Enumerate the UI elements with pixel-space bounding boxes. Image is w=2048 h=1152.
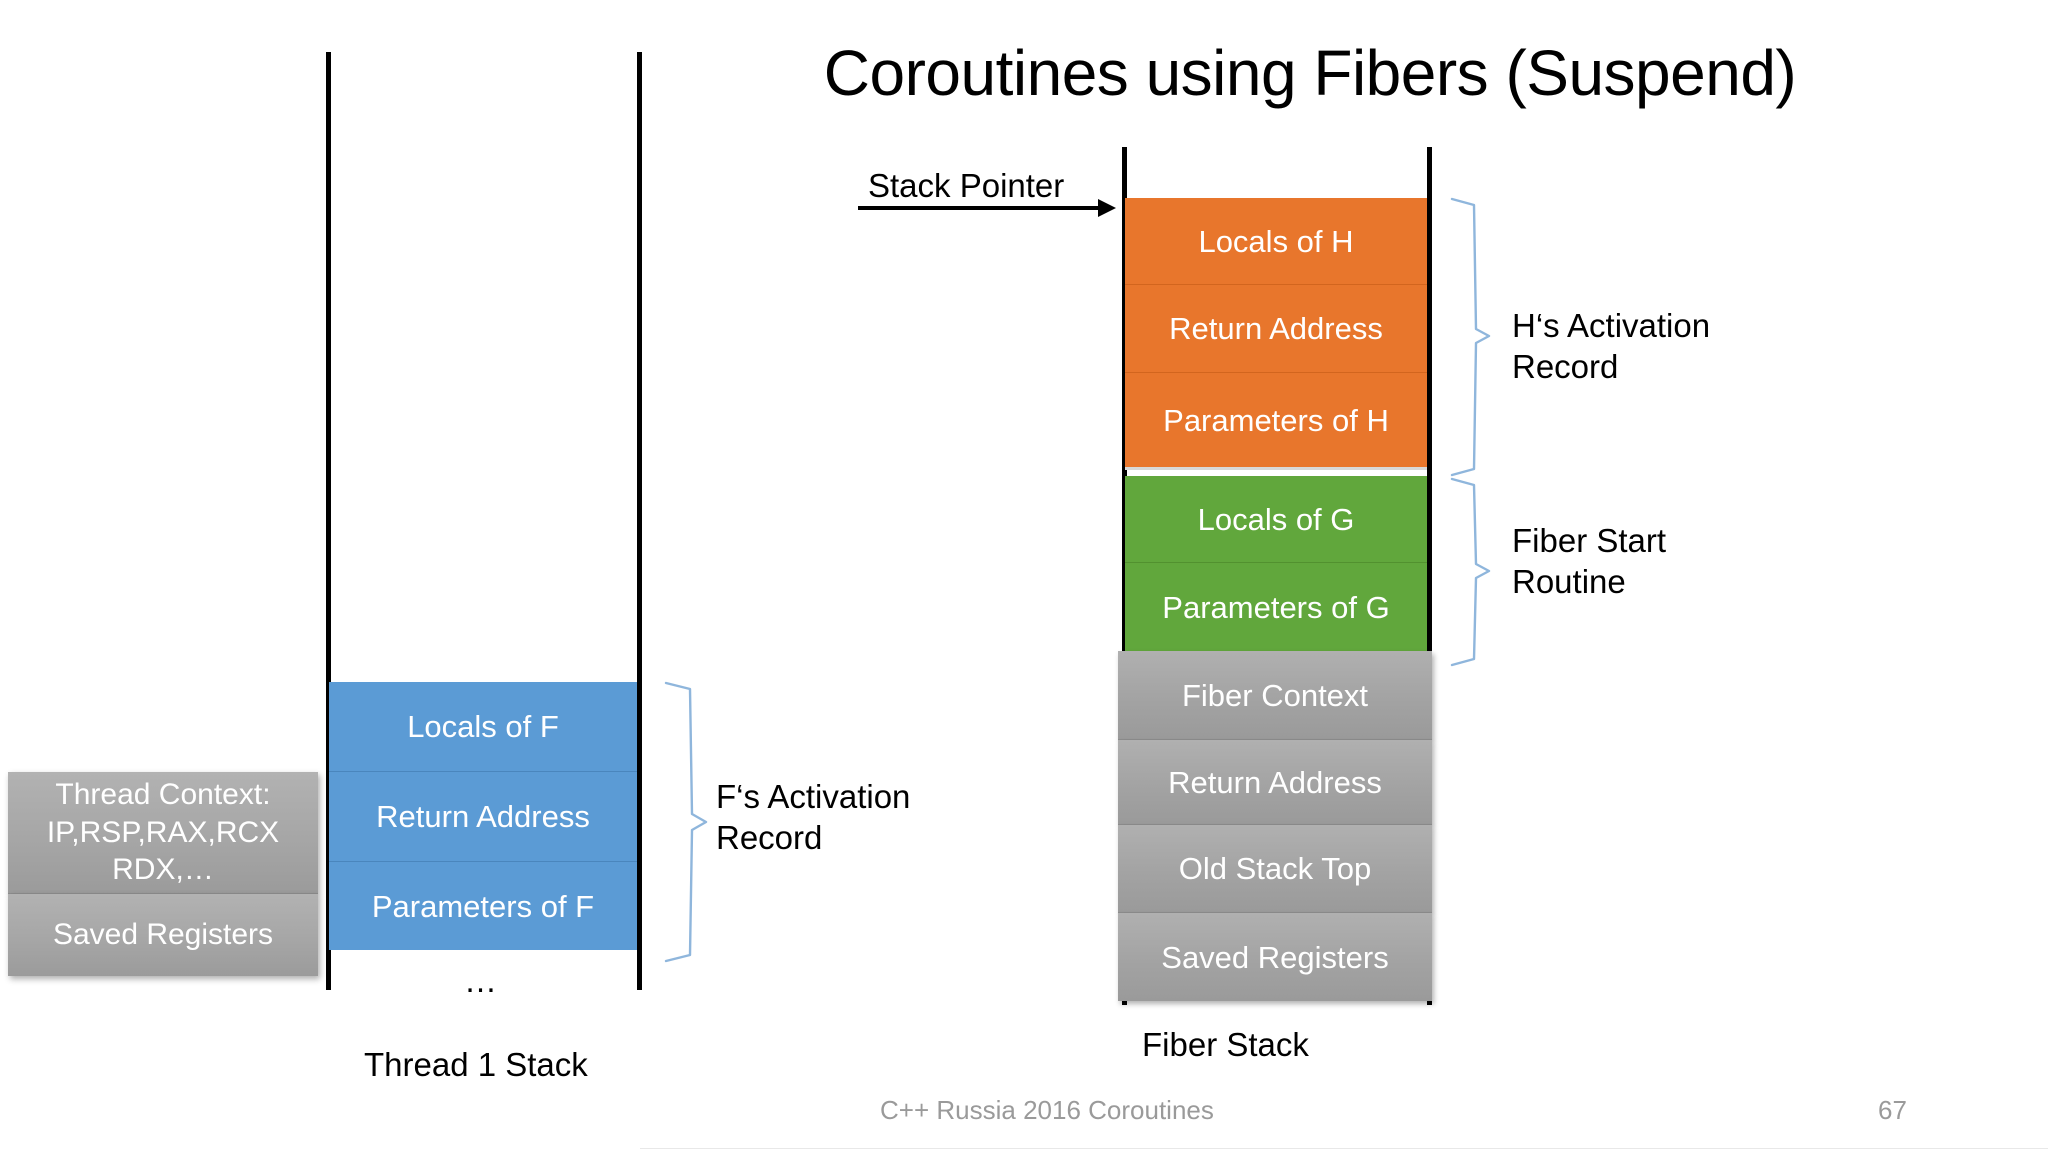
cell-label: Return Address: [376, 799, 590, 834]
thread-stack-right-rail: [637, 52, 642, 990]
thread-stack-cell-return-address: Return Address: [329, 772, 637, 862]
fiber-start-routine-brace: [1450, 477, 1491, 667]
thread-context-saved-registers: Saved Registers: [8, 894, 318, 976]
cell-label: Locals of G: [1197, 501, 1355, 537]
f-activation-record-label: F‘s Activation Record: [716, 776, 910, 859]
fiber-stack-cell-saved-registers: Saved Registers: [1118, 913, 1432, 1001]
stack-pointer-label: Stack Pointer: [868, 167, 1065, 204]
cell-label: Saved Registers: [1161, 939, 1389, 975]
fiber-stack-cell-return-address-h: Return Address: [1125, 285, 1427, 373]
f-activation-record-label-line2: Record: [716, 819, 823, 857]
cell-label: Return Address: [1168, 764, 1382, 800]
thread-stack-cell-locals-of-f: Locals of F: [329, 682, 637, 772]
h-activation-record-label-line1: H‘s Activation: [1512, 307, 1711, 344]
fiber-stack-cell-fiber-context: Fiber Context: [1118, 651, 1432, 740]
cell-label: Locals of F: [407, 709, 559, 744]
slide-number: 67: [1878, 1095, 1907, 1125]
cell-label: Old Stack Top: [1178, 851, 1372, 886]
fiber-stack-caption: Fiber Stack: [1142, 1026, 1309, 1063]
cell-label: Fiber Context: [1181, 677, 1369, 713]
footer-divider: [640, 1148, 2048, 1149]
footer-text: C++ Russia 2016 Coroutines: [880, 1095, 1214, 1125]
fiber-stack-cell-old-stack-top: Old Stack Top: [1118, 825, 1432, 913]
page-title: Coroutines using Fibers (Suspend): [823, 37, 1797, 109]
stack-pointer-underline: [866, 207, 1042, 210]
f-activation-record-brace: [664, 681, 708, 963]
cell-label: Parameters of G: [1162, 589, 1390, 625]
thread-context-box: Thread Context: IP,RSP,RAX,RCX RDX,…: [8, 772, 318, 894]
thread-context-registers-line2: RDX,…: [112, 853, 214, 887]
fiber-start-routine-label-line1: Fiber Start: [1512, 522, 1667, 559]
h-activation-record-label-line2: Record: [1512, 348, 1619, 386]
fiber-stack-cell-parameters-of-g: Parameters of G: [1125, 563, 1427, 651]
fiber-start-routine-label: Fiber Start Routine: [1512, 520, 1666, 603]
fiber-stack-right-rail: [1427, 147, 1432, 1005]
fiber-stack-cell-locals-of-h: Locals of H: [1125, 198, 1427, 285]
cell-label: Return Address: [1169, 311, 1383, 346]
thread-stack-caption: Thread 1 Stack: [364, 1046, 588, 1083]
f-activation-record-label-line1: F‘s Activation: [716, 778, 911, 815]
fiber-stack-left-rail: [1122, 147, 1127, 1005]
fiber-stack-cell-return-address-fiber: Return Address: [1118, 740, 1432, 825]
thread-stack-left-rail: [326, 52, 331, 990]
cell-label: Parameters of H: [1163, 402, 1389, 438]
thread-context-saved-registers-label: Saved Registers: [52, 918, 274, 952]
fiber-stack-cell-parameters-of-h: Parameters of H: [1125, 373, 1427, 470]
thread-stack-cell-parameters-of-f: Parameters of F: [329, 862, 637, 950]
fiber-start-routine-label-line2: Routine: [1512, 563, 1626, 601]
thread-context-registers-line1: IP,RSP,RAX,RCX: [46, 815, 280, 849]
cell-label: Parameters of F: [371, 888, 595, 924]
thread-stack-ellipsis: …: [464, 962, 500, 999]
cell-label: Locals of H: [1198, 223, 1354, 259]
thread-context-header: Thread Context:: [55, 778, 271, 812]
h-activation-record-label: H‘s Activation Record: [1512, 305, 1710, 388]
h-activation-record-brace: [1450, 197, 1491, 477]
fiber-stack-cell-locals-of-g: Locals of G: [1125, 476, 1427, 563]
